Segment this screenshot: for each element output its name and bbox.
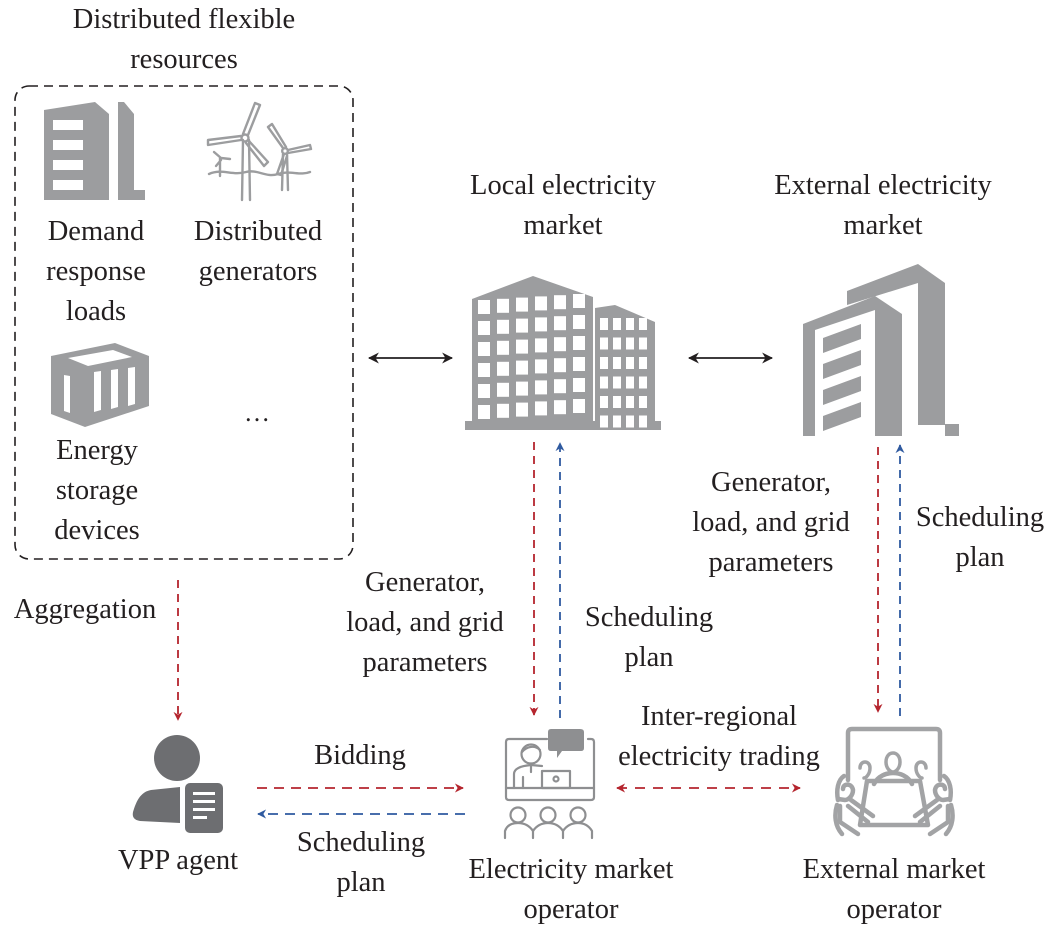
- battery-container-icon: [51, 343, 149, 427]
- building-window: [573, 294, 585, 308]
- vpp-agent-label: VPP agent: [117, 845, 239, 876]
- meeting-table-icon: [833, 726, 955, 837]
- building-window: [600, 337, 608, 350]
- building-window: [639, 396, 647, 408]
- building-window: [639, 357, 647, 369]
- building-window: [516, 339, 528, 354]
- building-window: [613, 376, 621, 389]
- building-window: [639, 415, 647, 428]
- building-window: [639, 318, 647, 330]
- local-params-label: Generator, load, and grid parameters: [346, 567, 504, 678]
- energy-storage-devices-label: Energy storage devices: [54, 435, 140, 546]
- inter-regional-trading-label: Inter-regional electricity trading: [618, 701, 820, 772]
- building-window: [478, 342, 490, 356]
- building-window: [600, 376, 608, 389]
- building-window: [613, 415, 621, 428]
- building-window: [626, 337, 634, 350]
- building-window: [613, 337, 621, 350]
- building-window: [554, 337, 566, 352]
- building-window: [535, 296, 547, 311]
- building-window: [497, 298, 509, 313]
- building-window: [516, 297, 528, 312]
- building-window: [516, 402, 528, 417]
- building-window: [497, 361, 509, 376]
- building-window: [516, 360, 528, 375]
- speech-bubble-icon: [548, 729, 584, 758]
- building-window: [573, 336, 585, 350]
- building-window: [535, 380, 547, 395]
- building-window: [535, 317, 547, 332]
- local-schedule-label: Scheduling plan: [584, 602, 714, 673]
- building-window: [639, 337, 647, 350]
- building-window: [554, 316, 566, 331]
- presenter-audience-icon: [503, 737, 596, 840]
- building-window: [626, 376, 634, 389]
- building-window: [497, 403, 509, 418]
- office-building-icon: [44, 102, 145, 200]
- local-market-label: Local electricity market: [470, 170, 656, 241]
- building-window: [626, 415, 634, 428]
- building-window: [600, 357, 608, 369]
- building-window: [573, 378, 585, 392]
- building-window: [626, 396, 634, 408]
- building-window: [497, 340, 509, 355]
- bidding-label: Bidding: [314, 740, 406, 771]
- building-window: [554, 358, 566, 373]
- building-window: [600, 318, 608, 330]
- distributed-generators-label: Distributed generators: [193, 216, 323, 287]
- building-window: [516, 318, 528, 333]
- building-window: [613, 357, 621, 369]
- wind-turbine-icon: [206, 101, 313, 202]
- resource-group-title: Distributed flexible resources: [72, 4, 296, 75]
- building-window: [639, 376, 647, 389]
- tower-building-icon: [803, 264, 959, 436]
- agent-with-document-icon: [132, 735, 223, 833]
- aggregation-label: Aggregation: [13, 594, 157, 625]
- building-window: [478, 300, 490, 314]
- building-window: [516, 381, 528, 396]
- building-window: [573, 315, 585, 329]
- building-window: [497, 319, 509, 334]
- building-window: [478, 384, 490, 398]
- building-window: [613, 396, 621, 408]
- external-params-label: Generator, load, and grid parameters: [692, 467, 850, 578]
- building-window: [535, 359, 547, 374]
- market-operator-label: Electricity market operator: [468, 854, 674, 925]
- multi-building-icon: [465, 276, 661, 430]
- building-window: [613, 318, 621, 330]
- building-window: [573, 357, 585, 371]
- building-window: [554, 295, 566, 310]
- demand-response-loads-label: Demand response loads: [46, 216, 146, 327]
- building-window: [554, 400, 566, 415]
- building-window: [600, 396, 608, 408]
- building-window: [478, 321, 490, 335]
- external-schedule-label: Scheduling plan: [915, 502, 1045, 573]
- building-window: [478, 363, 490, 377]
- building-window: [535, 338, 547, 353]
- building-window: [600, 415, 608, 428]
- building-window: [626, 357, 634, 369]
- building-window: [573, 399, 585, 413]
- external-operator-label: External market operator: [802, 854, 986, 925]
- building-window: [554, 379, 566, 394]
- vpp-schedule-label: Scheduling plan: [296, 827, 426, 898]
- building-window: [626, 318, 634, 330]
- more-resources-indicator: …: [244, 398, 271, 427]
- building-window: [478, 405, 490, 419]
- building-window: [497, 382, 509, 397]
- building-window: [535, 401, 547, 416]
- resource-group-border: [14, 85, 354, 560]
- external-market-label: External electricity market: [774, 170, 992, 241]
